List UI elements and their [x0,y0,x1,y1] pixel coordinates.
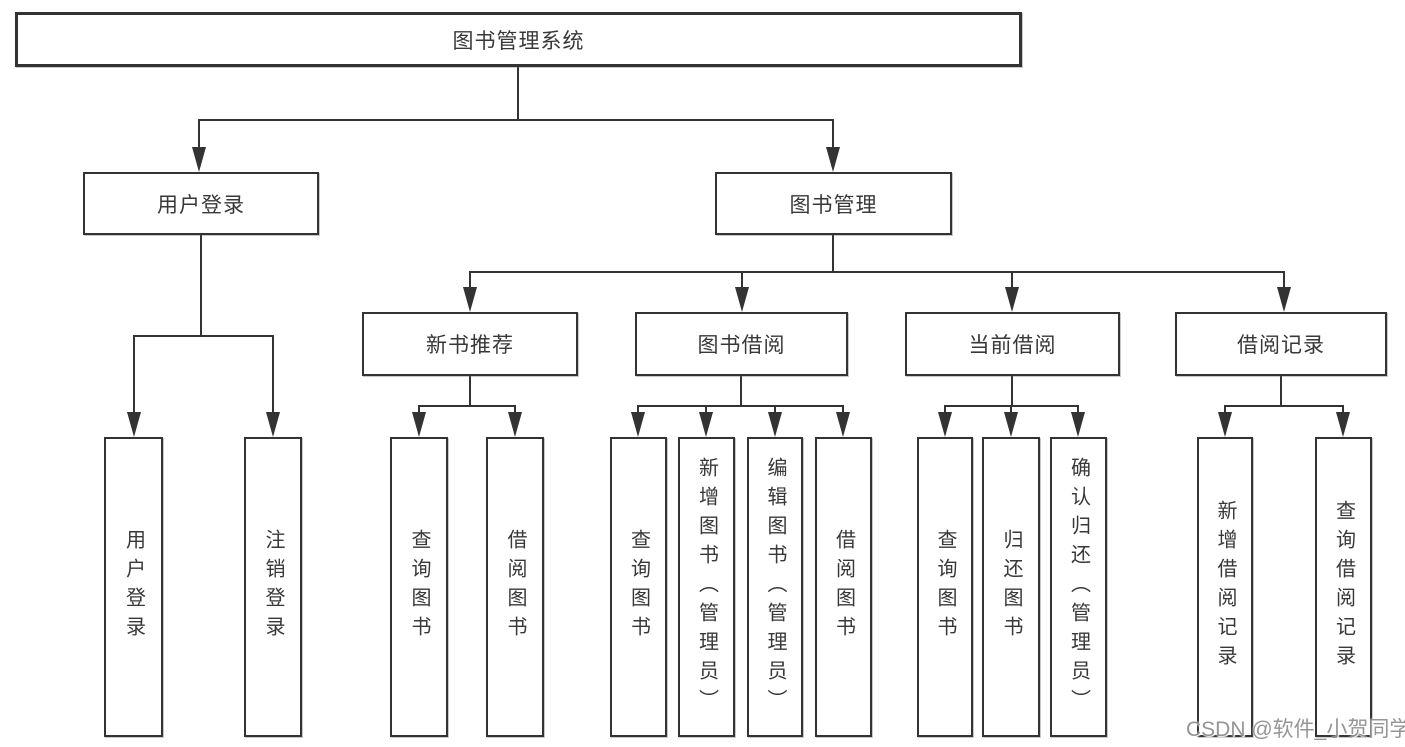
leaf-add-borrow-record: 新增借阅记录 [1197,437,1253,737]
node-label: 当前借阅 [968,334,1057,357]
leaf-user-login: 用户登录 [104,437,163,737]
node-label: 用户登录 [157,193,245,217]
leaf-confirm-return-admin: 确认归还（管理员） [1050,437,1107,737]
node-label: 用户登录 [122,529,145,645]
node-borrow-records: 借阅记录 [1175,312,1387,376]
node-label: 图书借阅 [697,334,786,357]
node-label: 图书管理系统 [452,29,585,53]
node-book-management: 图书管理 [715,172,952,235]
csdn-watermark: CSDN @软件_小贺同学 [1186,718,1405,741]
leaf-return-books: 归还图书 [982,437,1040,737]
node-new-book-recommend: 新书推荐 [362,312,578,376]
node-book-borrowing: 图书借阅 [635,312,848,376]
leaf-edit-books-admin: 编辑图书（管理员） [747,437,803,737]
node-label: 查询图书 [934,529,956,645]
node-label: 归还图书 [1000,529,1022,645]
leaf-borrow-books-recommend: 借阅图书 [486,437,544,737]
node-label: 编辑图书（管理员） [764,456,786,718]
node-label: 新增图书（管理员） [695,456,718,718]
node-library-management-system: 图书管理系统 [15,12,1022,67]
node-current-borrowing: 当前借阅 [905,312,1120,376]
node-label: 借阅图书 [504,529,526,645]
node-label: 注销登录 [262,529,284,645]
leaf-query-books-borrowing: 查询图书 [610,437,667,737]
leaf-query-books-recommend: 查询图书 [390,437,448,737]
node-label: 查询图书 [408,529,430,645]
node-label: 借阅图书 [832,529,855,645]
node-user-login: 用户登录 [83,172,319,235]
node-label: 确认归还（管理员） [1067,456,1090,718]
leaf-borrow-books: 借阅图书 [815,437,872,737]
node-label: 图书管理 [789,193,878,217]
node-label: 查询图书 [627,529,650,645]
leaf-logout: 注销登录 [244,437,302,737]
node-label: 查询借阅记录 [1332,500,1355,674]
leaf-add-books-admin: 新增图书（管理员） [678,437,735,737]
leaf-query-borrow-record: 查询借阅记录 [1315,437,1372,737]
node-label: 新增借阅记录 [1214,500,1236,674]
node-label: 借阅记录 [1237,334,1325,357]
leaf-query-books-current: 查询图书 [917,437,973,737]
node-label: 新书推荐 [426,334,514,357]
